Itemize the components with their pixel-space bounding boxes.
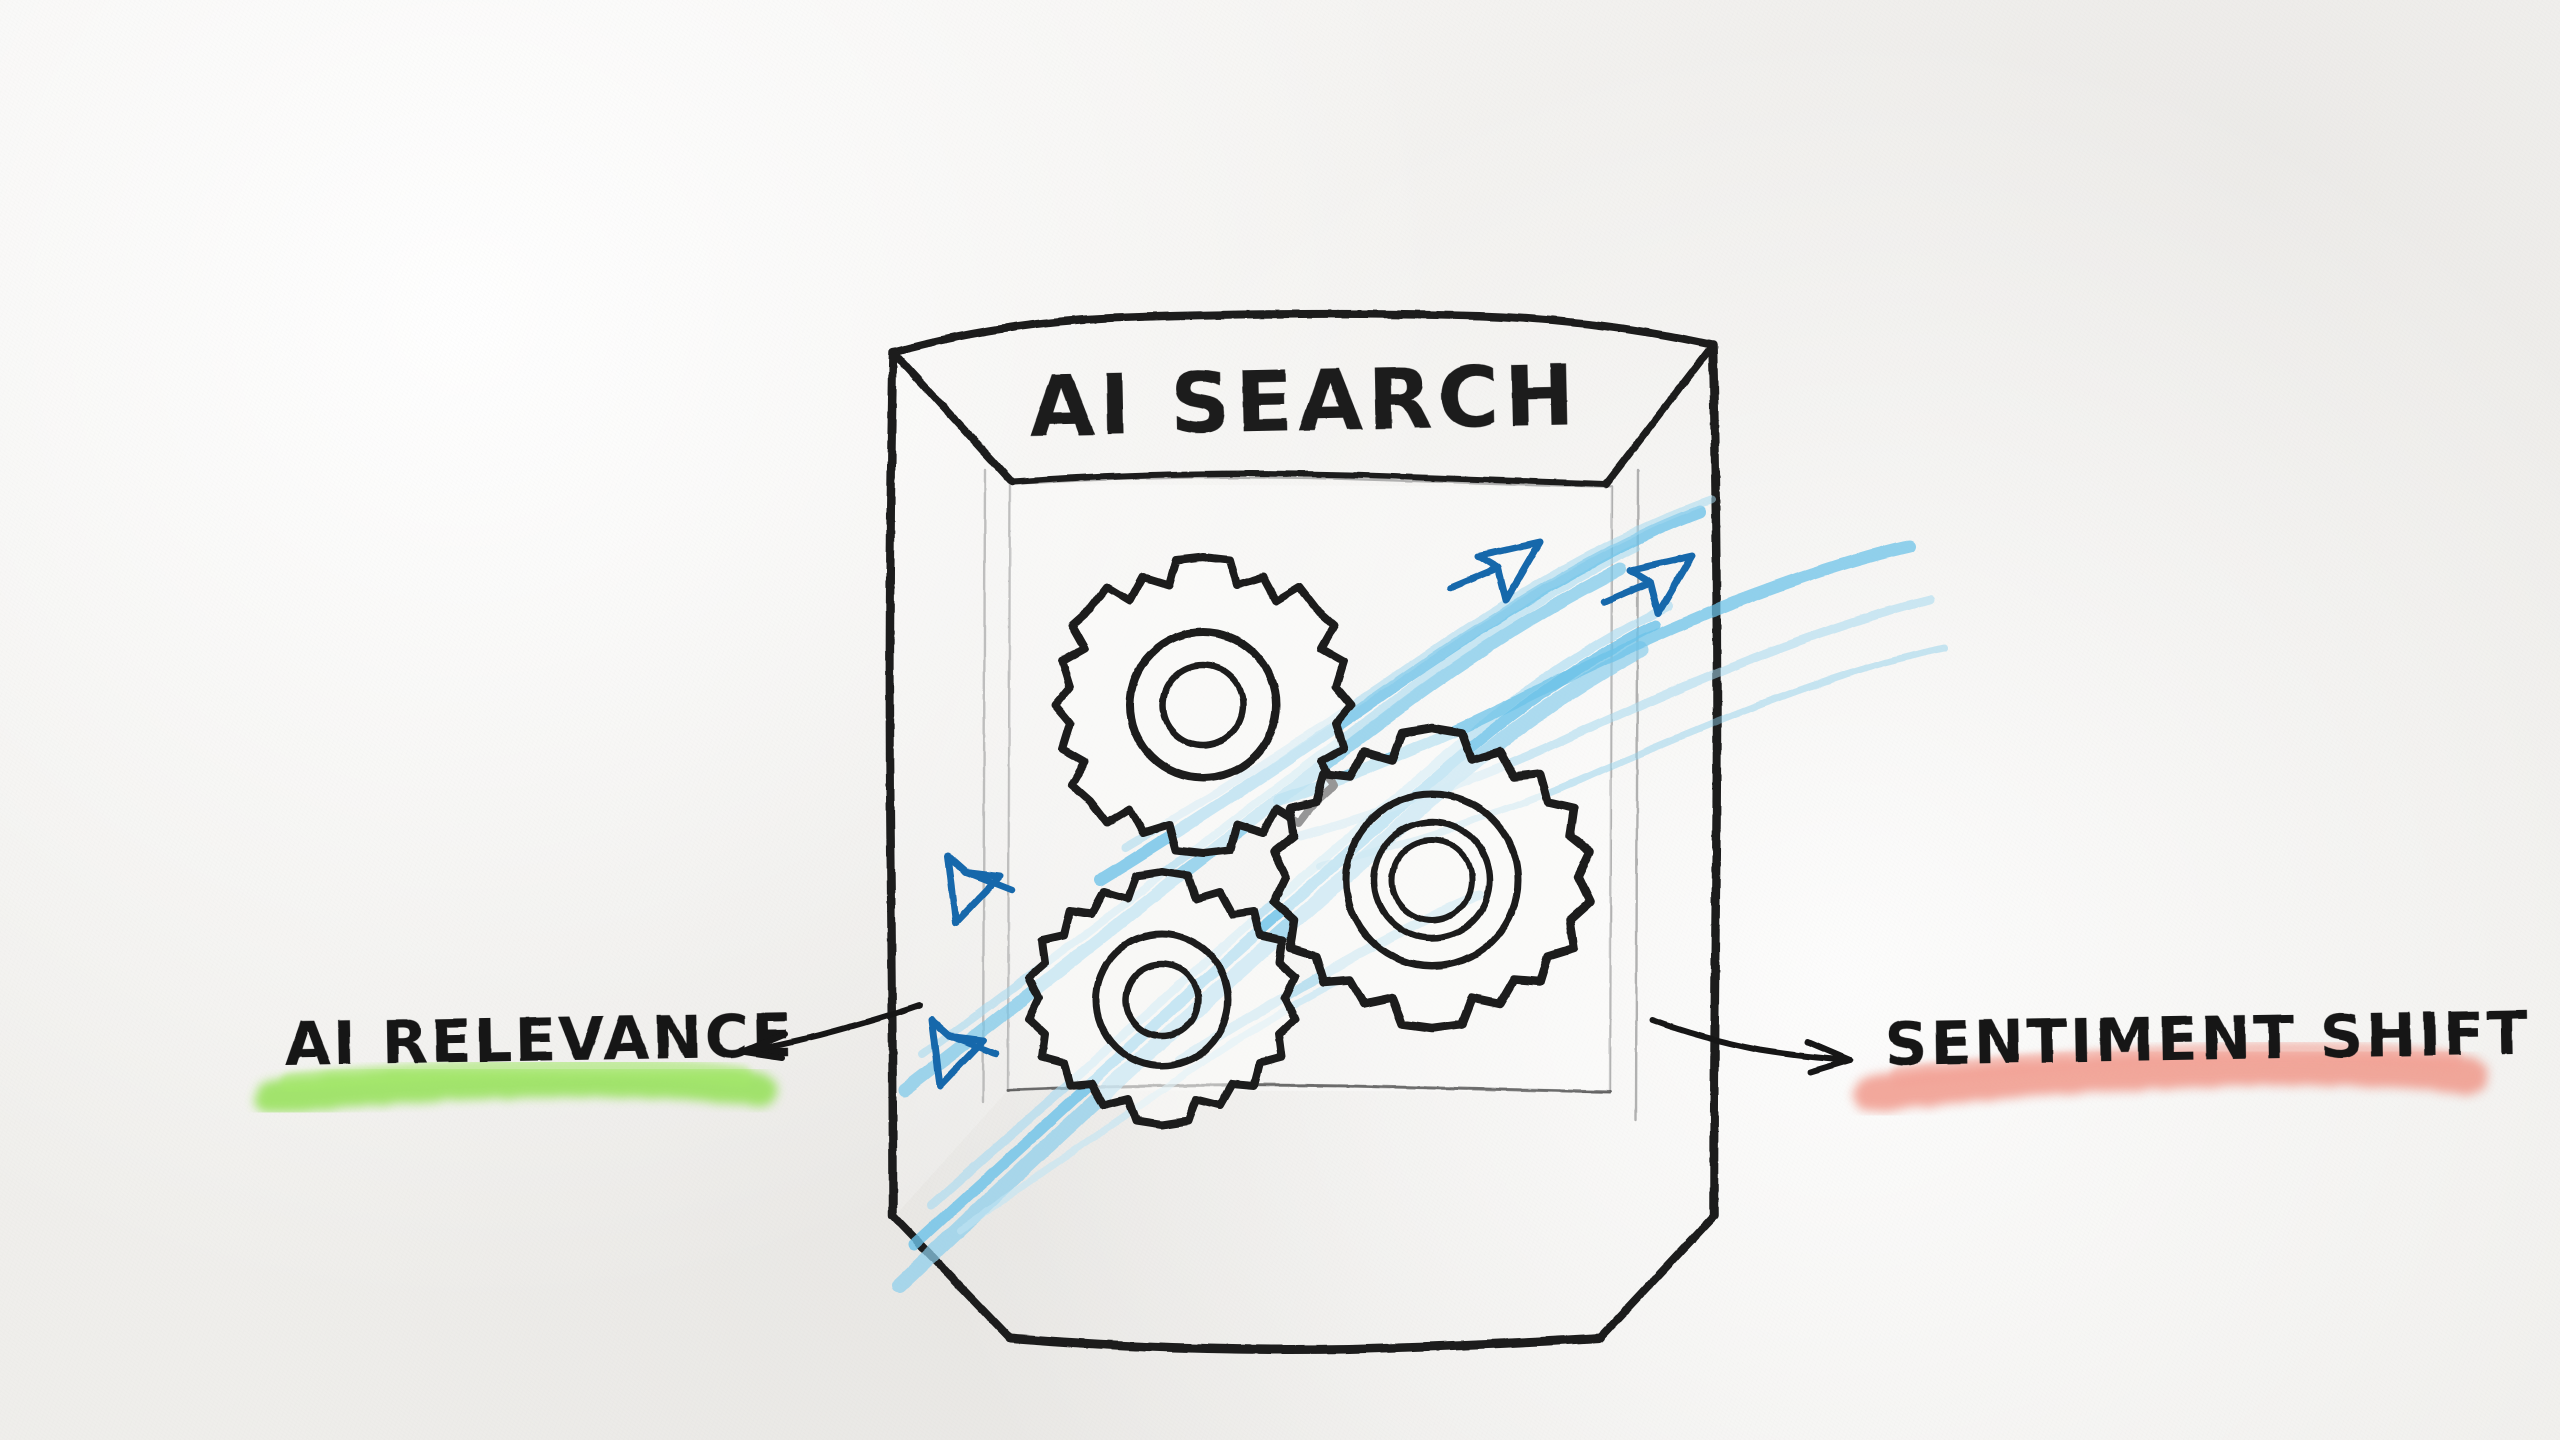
- flow-arrow-in-2: [928, 1016, 1000, 1090]
- right-highlight-stroke: [1854, 1049, 2488, 1112]
- inbound-flow-arrows: [928, 852, 1016, 1090]
- flow-arrow-out-2: [1600, 552, 1696, 618]
- left-connector-arrow: [739, 1002, 923, 1061]
- outbound-flow-arrows: [1446, 538, 1696, 618]
- left-annotation-label: AI RELEVANCE: [284, 1001, 795, 1080]
- left-highlight-stroke: [255, 1062, 777, 1115]
- gear-top-left: [1051, 553, 1355, 857]
- cube-left-pane: [893, 355, 1010, 1218]
- left-highlight-stroke-2: [280, 1057, 752, 1093]
- left-annotation[interactable]: AI RELEVANCE: [255, 1001, 923, 1115]
- flow-arrow-in-1: [944, 852, 1016, 926]
- right-highlight-stroke-2: [1890, 1041, 2462, 1086]
- cube-title: AI SEARCH: [1028, 346, 1580, 455]
- right-connector-arrow: [1649, 1017, 1853, 1075]
- cube-top-rim: [889, 309, 1717, 488]
- gear-bottom: [1025, 868, 1299, 1129]
- flow-arrow-out-1: [1446, 538, 1544, 604]
- right-annotation[interactable]: SENTIMENT SHIFT: [1649, 999, 2531, 1112]
- right-annotation-label: SENTIMENT SHIFT: [1884, 999, 2531, 1080]
- gear-group: [1025, 553, 1595, 1129]
- gear-right: [1269, 723, 1595, 1033]
